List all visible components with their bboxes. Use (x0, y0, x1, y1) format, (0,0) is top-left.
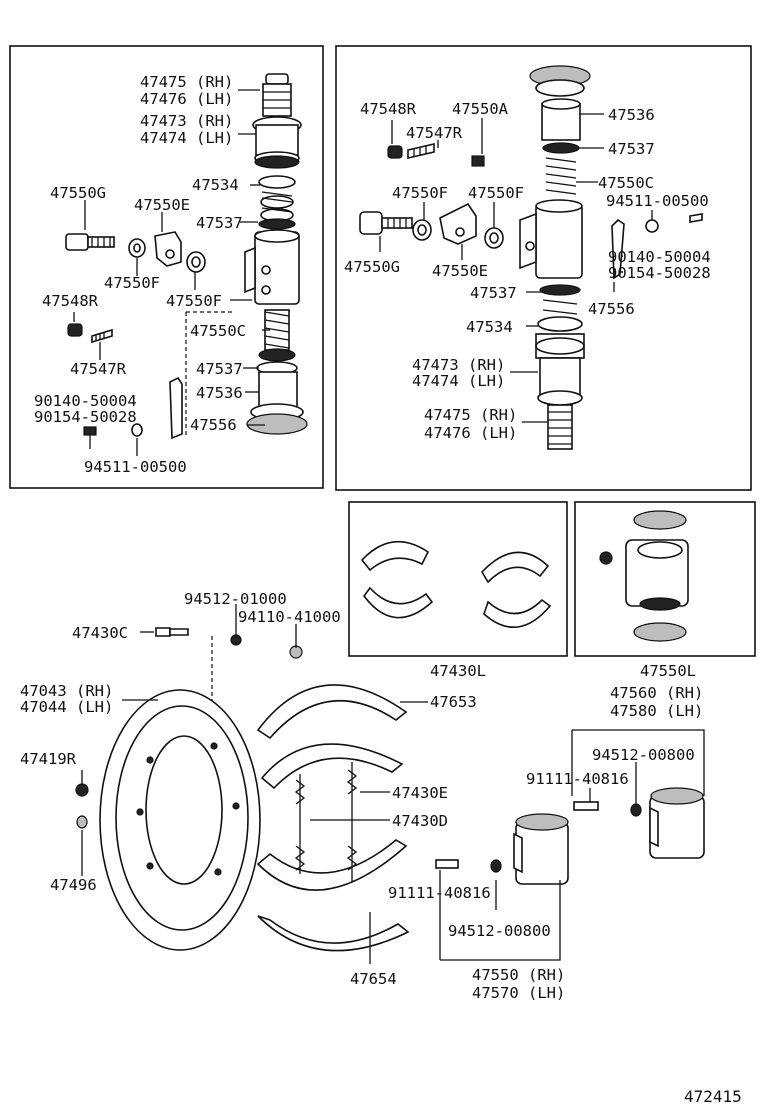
part-number-labels: 47475 (RH) 47476 (LH) 47473 (RH) 47474 (… (20, 73, 742, 1106)
right-cylinder-assembly (359, 65, 703, 450)
label-47550c-right: 47550C (598, 174, 654, 192)
label-94512-00800: 94512-00800 (592, 746, 695, 764)
label-47476-lh: 47476 (LH) (140, 90, 233, 108)
label-47534-right: 47534 (466, 318, 513, 336)
label-47550l: 47550L (640, 662, 696, 680)
label-47474-lh: 47474 (LH) (140, 129, 233, 147)
label-47430l: 47430L (430, 662, 486, 680)
label-90140-50004: 90140-50004 (34, 392, 137, 410)
label-47496: 47496 (50, 876, 97, 894)
label-47550e-right: 47550E (432, 262, 488, 280)
label-47550f-2: 47550F (166, 292, 222, 310)
brake-shoes (256, 684, 410, 952)
label-47550a: 47550A (452, 100, 509, 118)
label-47550e: 47550E (134, 196, 190, 214)
label-47430e: 47430E (392, 784, 448, 802)
label-47556-right: 47556 (588, 300, 635, 318)
label-94511-00500-right: 94511-00500 (606, 192, 709, 210)
label-47430c: 47430C (72, 624, 128, 642)
label-47476-lh-right: 47476 (LH) (424, 424, 517, 442)
lower-leader-lines (81, 604, 705, 964)
label-47548r: 47548R (42, 292, 99, 310)
label-47550g: 47550G (50, 184, 106, 202)
label-47475-rh-right: 47475 (RH) (424, 406, 517, 424)
label-47044-lh: 47044 (LH) (20, 698, 113, 716)
label-47043-rh: 47043 (RH) (20, 682, 113, 700)
left-leader-lines (73, 89, 270, 456)
label-47547r: 47547R (70, 360, 127, 378)
wheel-cylinders (435, 787, 705, 885)
label-47550g-right: 47550G (344, 258, 400, 276)
left-exploded-view-box (9, 45, 324, 489)
label-47556: 47556 (190, 416, 237, 434)
label-47475-rh: 47475 (RH) (140, 73, 233, 91)
label-47430d: 47430D (392, 812, 448, 830)
label-47550-rh: 47550 (RH) (472, 966, 565, 984)
label-47550f-right-2: 47550F (468, 184, 524, 202)
label-47653: 47653 (430, 693, 477, 711)
label-47548r-right: 47548R (360, 100, 417, 118)
label-47534: 47534 (192, 176, 239, 194)
cylinder-kit-illustration (599, 510, 689, 642)
small-fasteners (75, 627, 303, 829)
cylinder-kit-box (574, 501, 756, 657)
label-91111-40816: 91111-40816 (526, 770, 629, 788)
label-47550f-right: 47550F (392, 184, 448, 202)
label-47547r-right: 47547R (406, 124, 463, 142)
label-90140-50004-right: 90140-50004 (608, 248, 711, 266)
label-47550c: 47550C (190, 322, 246, 340)
label-47537-right-2: 47537 (470, 284, 517, 302)
label-47560-rh: 47560 (RH) (610, 684, 703, 702)
right-leader-lines (379, 113, 653, 423)
label-94110-41000: 94110-41000 (238, 608, 341, 626)
label-47473-rh: 47473 (RH) (140, 112, 233, 130)
label-47580-lh: 47580 (LH) (610, 702, 703, 720)
label-47419r: 47419R (20, 750, 77, 768)
label-47570-lh: 47570 (LH) (472, 984, 565, 1002)
shoe-kit-illustration (360, 540, 552, 628)
label-94511-00500: 94511-00500 (84, 458, 187, 476)
label-90154-50028-right: 90154-50028 (608, 264, 711, 282)
label-94512-01000: 94512-01000 (184, 590, 287, 608)
label-47537: 47537 (196, 214, 243, 232)
left-cylinder-assembly (65, 73, 308, 449)
label-47537-right: 47537 (608, 140, 655, 158)
label-47474-lh-right: 47474 (LH) (412, 372, 505, 390)
label-90154-50028: 90154-50028 (34, 408, 137, 426)
label-47473-rh-right: 47473 (RH) (412, 356, 505, 374)
label-47550f: 47550F (104, 274, 160, 292)
label-47654: 47654 (350, 970, 397, 988)
label-91111-40816-2: 91111-40816 (388, 884, 491, 902)
backing-plate (99, 636, 261, 951)
figure-number: 472415 (684, 1087, 742, 1106)
shoe-kit-box (348, 501, 568, 657)
label-47537-2: 47537 (196, 360, 243, 378)
right-exploded-view-box (335, 45, 752, 491)
label-94512-00800-2: 94512-00800 (448, 922, 551, 940)
label-47536: 47536 (196, 384, 243, 402)
label-47536-right: 47536 (608, 106, 655, 124)
